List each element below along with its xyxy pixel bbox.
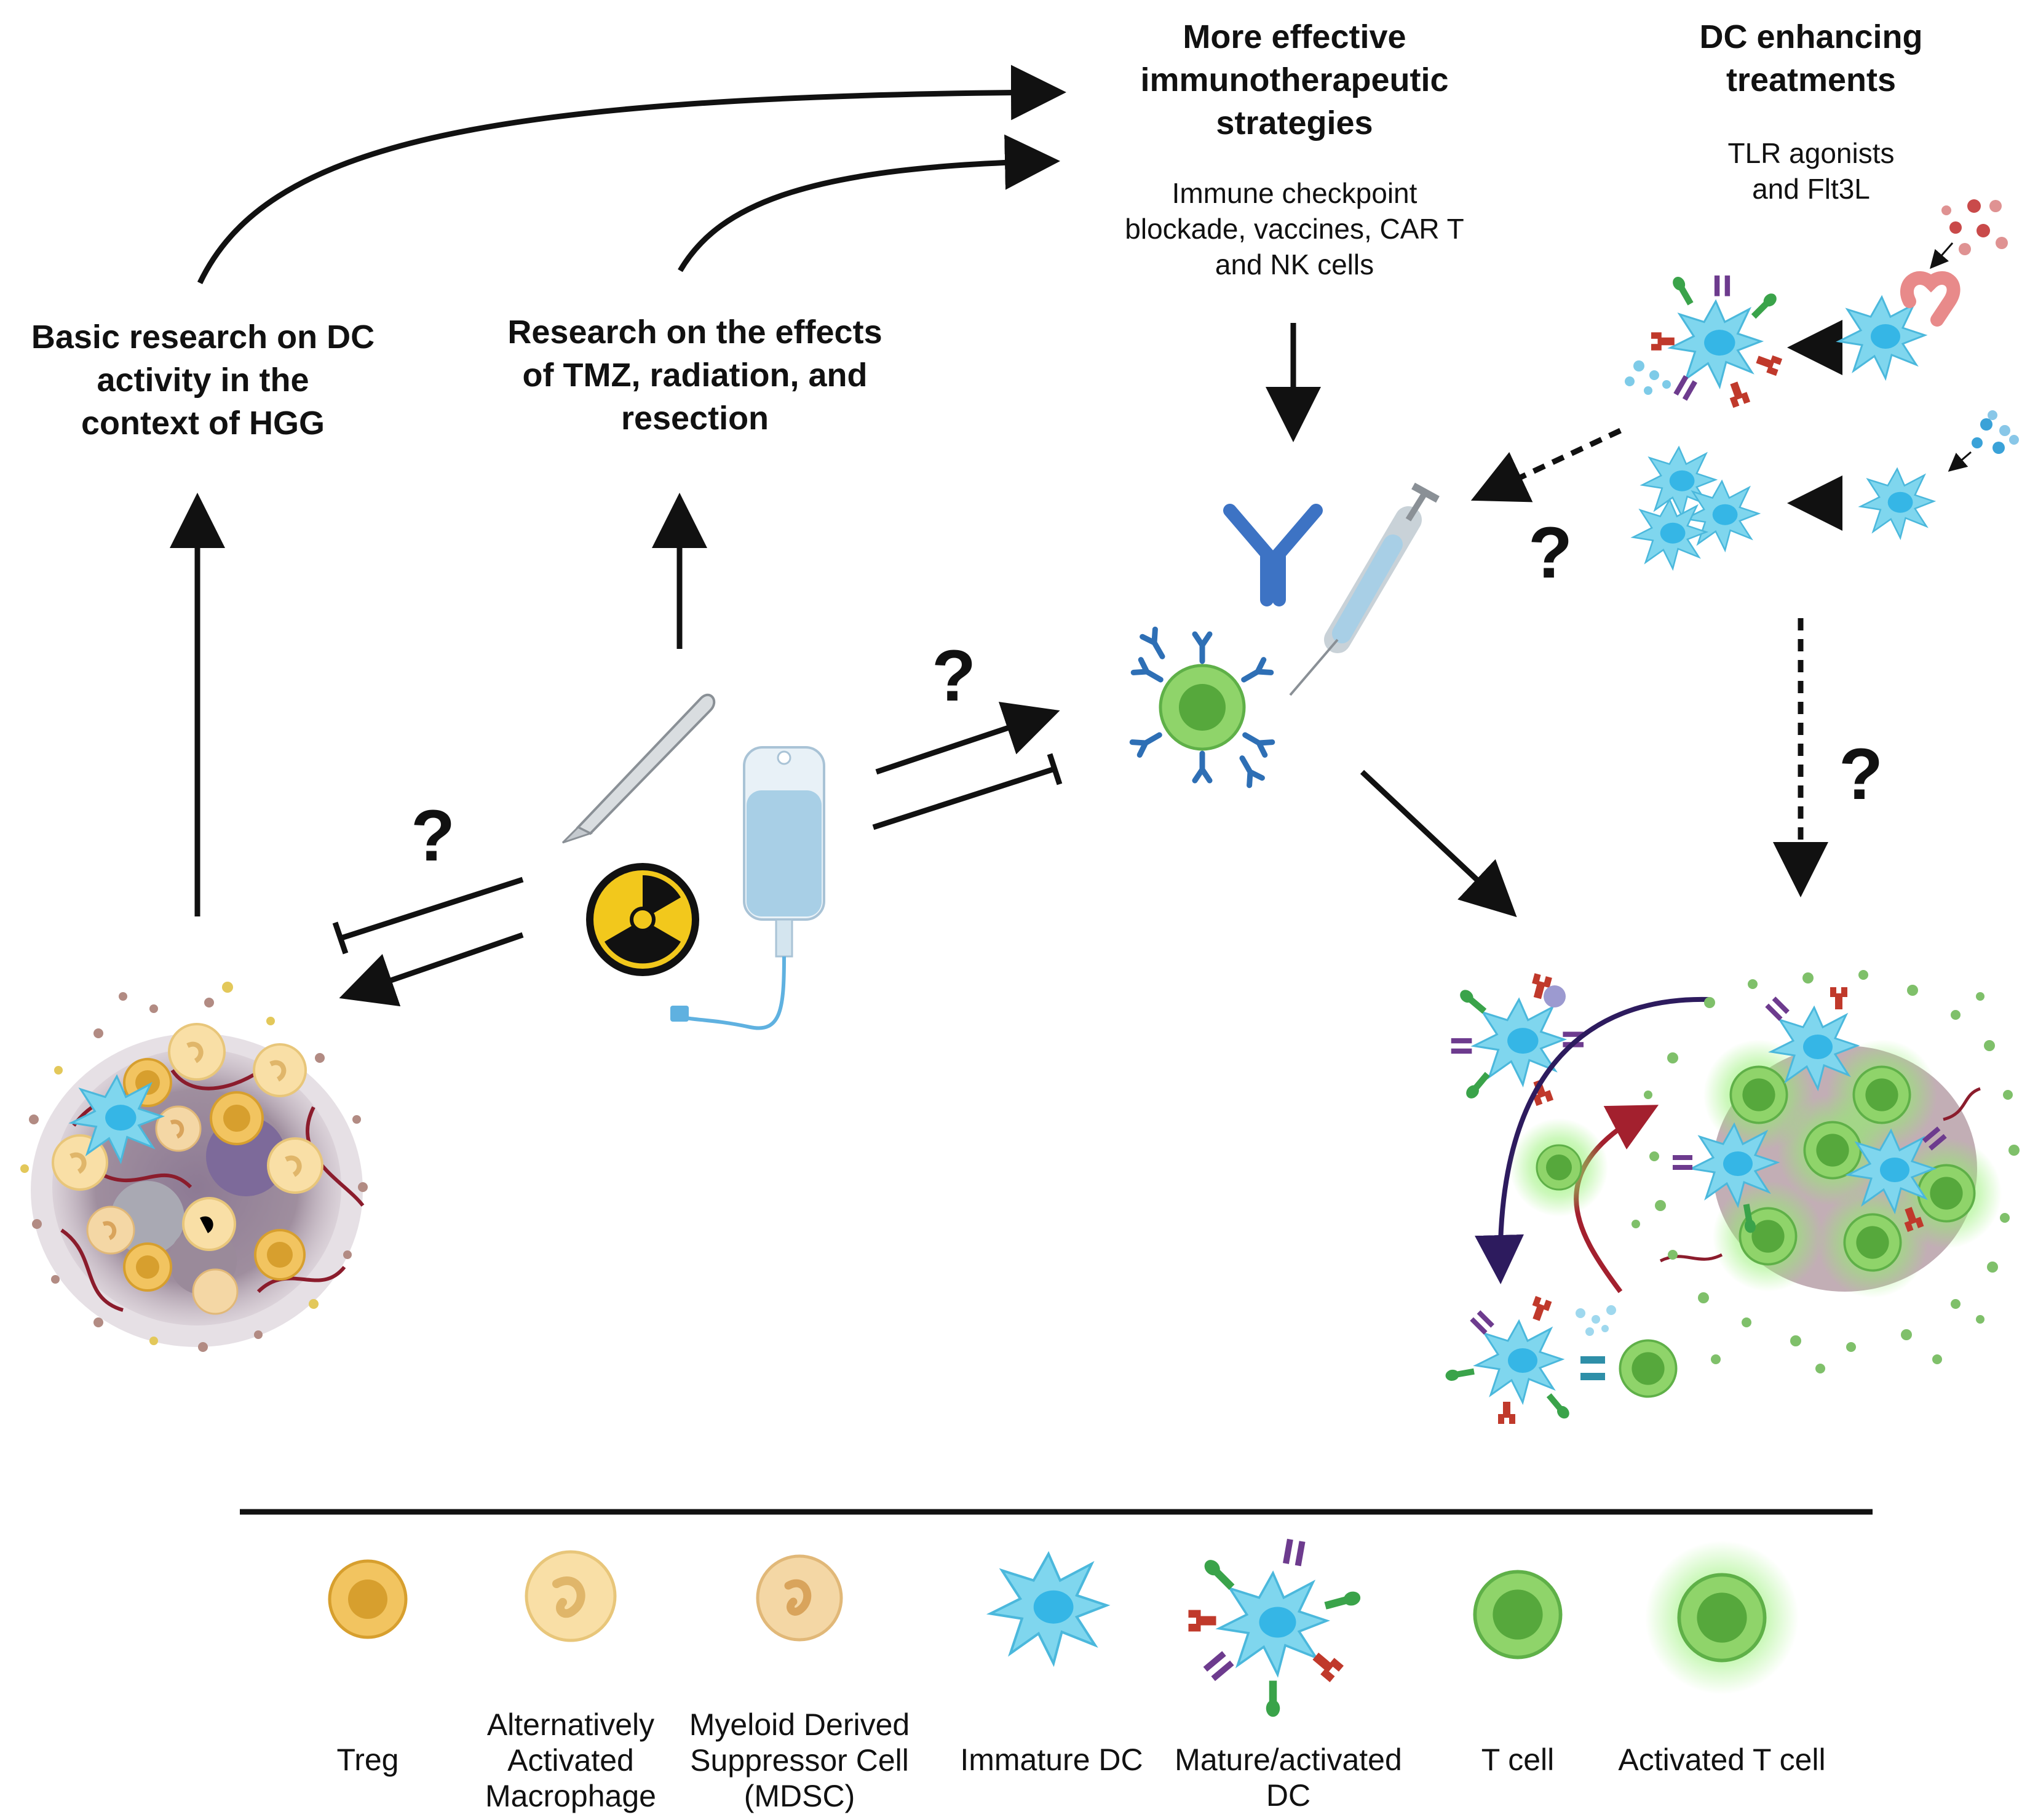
immuno-title: More effective immunotherapeutic strateg… bbox=[1140, 18, 1449, 141]
mature-dc-icon bbox=[1188, 1538, 1362, 1717]
question-mark-immuno: ? bbox=[932, 635, 977, 717]
t-cell-icon bbox=[1475, 1572, 1560, 1657]
inhibit-bar-right bbox=[1047, 753, 1063, 785]
iv-bag-icon bbox=[670, 746, 825, 1030]
dashed-arrow-dc-to-immuno bbox=[1470, 427, 1622, 503]
effects-research-label: Research on the effects of TMZ, radiatio… bbox=[507, 314, 882, 437]
legend-label-treg: Treg bbox=[336, 1743, 399, 1777]
legend-label-immature-dc: Immature DC bbox=[960, 1743, 1143, 1777]
arrow-treatment-to-immuno-cell bbox=[875, 702, 1060, 775]
cytokine-burst bbox=[1576, 1305, 1616, 1336]
arrow-basic-to-immuno bbox=[197, 65, 1066, 284]
arrow-tlr-small bbox=[1930, 242, 1954, 269]
mdsc-cell bbox=[192, 1268, 239, 1315]
mdsc-icon bbox=[756, 1554, 843, 1642]
tlr-agonist-particles bbox=[1941, 199, 2008, 255]
treg-cell bbox=[123, 1242, 172, 1292]
inhibit-treatment-to-immuno-cell bbox=[872, 766, 1056, 830]
macrophage-icon bbox=[525, 1550, 617, 1642]
activation-particles bbox=[1632, 970, 2020, 1373]
t-cell-synapse bbox=[1580, 1339, 1678, 1398]
immature-dc-tlr bbox=[1838, 296, 1926, 379]
legend-label-macrophage: Alternatively Activated Macrophage bbox=[485, 1707, 656, 1813]
arrow-flt3l-small bbox=[1948, 451, 1972, 472]
treg-icon bbox=[328, 1559, 408, 1639]
legend-label-t-cell: T cell bbox=[1481, 1743, 1555, 1777]
legend-label-mature-dc: Mature/activated DC bbox=[1175, 1743, 1402, 1813]
question-mark-dc: ? bbox=[1528, 512, 1573, 594]
activated-tumor-cluster bbox=[1659, 987, 2002, 1298]
antibody-icon bbox=[1223, 504, 1323, 606]
arrow-immuno-to-activation bbox=[1360, 769, 1517, 918]
syringe-icon bbox=[1289, 482, 1440, 696]
basic-research-label: Basic research on DC activity in the con… bbox=[31, 319, 375, 442]
question-mark-tumor: ? bbox=[411, 795, 456, 876]
inhibit-bar-left bbox=[332, 921, 349, 955]
dc-enhancing-title: DC enhancing treatments bbox=[1699, 18, 1923, 98]
macrophage-cell bbox=[168, 1023, 226, 1081]
cytokine-particles bbox=[1625, 360, 1671, 395]
macrophage-cell bbox=[182, 1197, 236, 1251]
immature-dc-flt3l bbox=[1860, 468, 1935, 539]
flt3l-particles bbox=[1972, 410, 2019, 454]
inhibit-treatment-to-tumor bbox=[340, 876, 524, 941]
legend-label-mdsc: Myeloid Derived Suppressor Cell (MDSC) bbox=[689, 1707, 910, 1813]
mature-dc-top bbox=[1651, 274, 1783, 408]
activated-t-cell-migrating bbox=[1510, 1118, 1608, 1217]
treg-cell bbox=[210, 1091, 264, 1145]
dc-enhancing-subtitle: TLR agonists and Flt3L bbox=[1727, 137, 1895, 205]
arrow-effects-to-immuno bbox=[678, 134, 1060, 272]
treg-cell bbox=[254, 1229, 306, 1281]
question-mark-activation: ? bbox=[1839, 734, 1884, 815]
dc-cluster bbox=[1632, 447, 1759, 570]
tlr-receptor-icon bbox=[1900, 271, 1961, 327]
mdsc-cell bbox=[86, 1206, 135, 1255]
antigen-icon bbox=[1544, 985, 1566, 1007]
mature-dc-bottom bbox=[1445, 1296, 1572, 1424]
mdsc-cell bbox=[155, 1105, 202, 1152]
radiation-icon bbox=[586, 863, 699, 976]
activated-t-cell-icon bbox=[1645, 1541, 1799, 1695]
immuno-subtitle: Immune checkpoint blockade, vaccines, CA… bbox=[1125, 177, 1464, 280]
dc-migration-arrow bbox=[1475, 996, 1710, 1284]
tumor-mass bbox=[20, 982, 368, 1352]
tumor-particles bbox=[20, 982, 368, 1352]
arrow-treatment-to-tumor bbox=[339, 932, 524, 1007]
immature-dc-icon bbox=[991, 1554, 1107, 1663]
scalpel-icon bbox=[561, 693, 716, 844]
macrophage-cell bbox=[267, 1137, 323, 1194]
legend-label-activated-t-cell: Activated T cell bbox=[1618, 1743, 1826, 1777]
macrophage-cell bbox=[253, 1043, 307, 1097]
immuno-t-cell bbox=[1132, 629, 1272, 785]
